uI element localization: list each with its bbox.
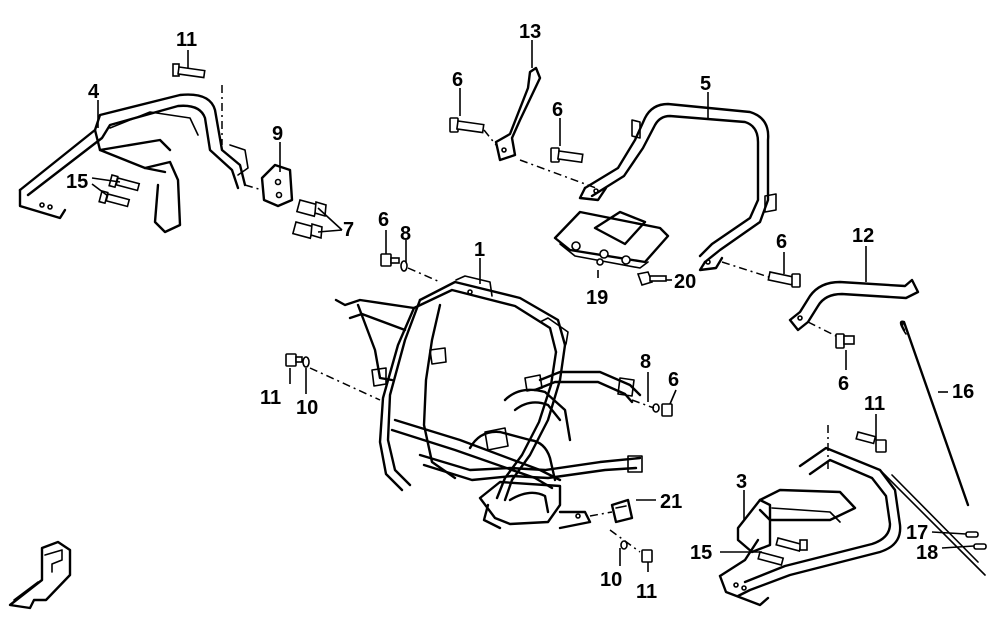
callout-19: 19: [586, 287, 608, 309]
leader-lines: [91, 40, 975, 572]
bolt-6-left-13: [449, 117, 485, 134]
callout-labels: 11 4 9 15 7 13 6 6 5 6 8 1 19 20 6 12 6 …: [66, 21, 974, 603]
bolt-6-right-13: [550, 147, 584, 164]
part-3-right-carrier: [718, 446, 986, 607]
callout-15-right: 15: [690, 542, 712, 564]
part-4-left-carrier: [18, 93, 249, 234]
callout-5: 5: [700, 73, 711, 95]
callout-20: 20: [674, 271, 696, 293]
callout-1: 1: [474, 239, 485, 261]
front-arrow-icon: [8, 540, 72, 610]
part-13-bracket: [494, 66, 542, 162]
washer-10-bottom: [620, 540, 628, 550]
callout-4: 4: [88, 81, 100, 103]
callout-13: 13: [519, 21, 541, 43]
callout-10-left: 10: [296, 397, 318, 419]
callout-6-b: 6: [552, 99, 563, 121]
callout-10-bottom: 10: [600, 569, 622, 591]
callout-15-left: 15: [66, 171, 88, 193]
callout-9: 9: [272, 123, 283, 145]
callout-16: 16: [952, 381, 974, 403]
bolt-20: [636, 271, 667, 286]
part-16-rod: [899, 320, 970, 507]
bolt-7-upper: [295, 199, 327, 218]
bolt-11-bottom: [641, 549, 653, 563]
callout-11-top: 11: [176, 29, 197, 51]
callout-3: 3: [736, 471, 747, 493]
part-5-rear-handle: [578, 102, 777, 272]
callout-11-right: 11: [864, 393, 885, 415]
callout-6-d: 6: [776, 231, 787, 253]
callout-17: 17: [906, 522, 928, 544]
callout-12: 12: [852, 225, 874, 247]
part-21-clip: [610, 498, 634, 524]
callout-8-a: 8: [400, 223, 411, 245]
part-9-bracket: [260, 163, 294, 208]
washer-10-frame-left: [302, 356, 310, 368]
callout-7: 7: [343, 219, 354, 241]
part-12-brace: [788, 278, 920, 332]
bolt-15-upper: [108, 174, 141, 192]
part-1-main-frame: [334, 275, 643, 530]
part-17-pin: [965, 531, 979, 538]
callout-8-b: 8: [640, 351, 651, 373]
bolt-11-top: [172, 63, 206, 79]
callout-6-c: 6: [378, 209, 389, 231]
bolt-6-frame-right: [661, 403, 673, 417]
bolt-11-frame-left: [285, 353, 303, 367]
bolt-11-right-carrier: [855, 431, 887, 453]
bolt-6-frame-left: [380, 253, 400, 267]
callout-11-bottom: 11: [636, 581, 657, 603]
bolt-7-lower: [291, 221, 323, 240]
part-19-plate: [553, 210, 670, 269]
callout-11-left: 11: [260, 387, 281, 409]
bolt-6-right-5: [767, 271, 801, 288]
bolt-6-under-12: [835, 333, 855, 349]
washer-8-frame-left: [400, 260, 408, 272]
callout-6-e: 6: [838, 373, 849, 395]
callout-6-a: 6: [452, 69, 463, 91]
part-18-clip: [973, 543, 987, 550]
bolt-15-right-carrier-upper: [775, 537, 808, 552]
callout-21: 21: [660, 491, 682, 513]
callout-18: 18: [916, 542, 938, 564]
bolt-15-right-carrier-lower: [757, 551, 785, 566]
callout-6-f: 6: [668, 369, 679, 391]
